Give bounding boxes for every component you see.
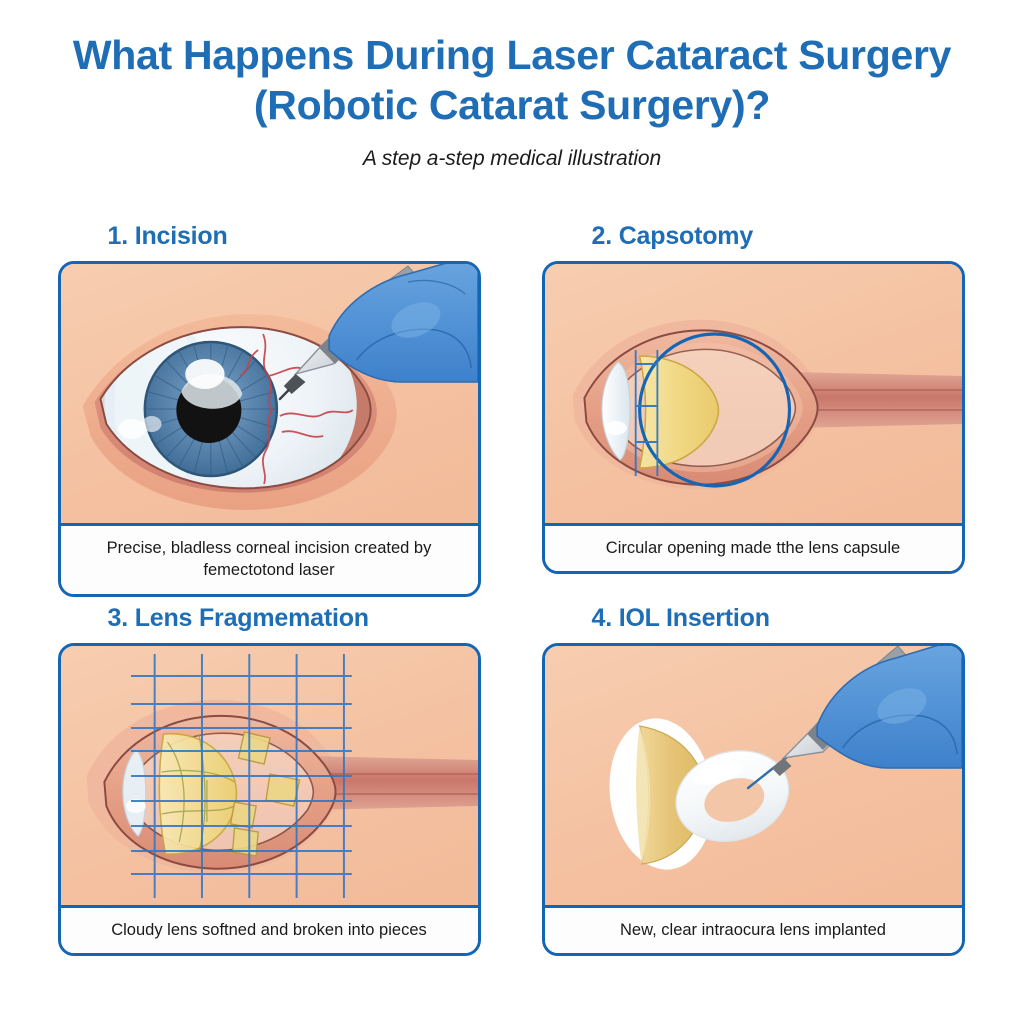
capsulotomy-circle [637, 332, 791, 488]
step-card-4: 4. IOL Insertion [541, 604, 967, 986]
optic-nerve [308, 756, 478, 810]
step-caption-4: New, clear intraocura lens implanted [544, 905, 962, 954]
page-subtitle: A step a-step medical illustration [362, 147, 662, 171]
illustration-iol-insertion [544, 646, 962, 905]
illustration-capsulotomy [544, 264, 962, 523]
cornea [121, 749, 146, 837]
injector-tip [771, 758, 791, 776]
step-caption-1: Precise, bladless corneal incision creat… [60, 523, 478, 594]
step-caption-2: Circular opening made tthe lens capsule [544, 523, 962, 572]
steps-grid: 1. Incision [0, 222, 1024, 986]
step-heading-4: 4. IOL Insertion [591, 604, 771, 632]
lid-highlight-a [117, 419, 146, 439]
step-card-2: 2. Capsotomy [541, 222, 967, 604]
blood-vessels [239, 333, 353, 485]
cloudy-lens [638, 355, 719, 469]
step-frame-1: Precise, bladless corneal incision creat… [57, 261, 481, 597]
step-heading-3: 3. Lens Fragmemation [107, 604, 370, 632]
iris-outline [143, 340, 278, 478]
eye-cross-section-fragmentation-diagram [86, 654, 478, 898]
step-frame-2: Circular opening made tthe lens capsule [541, 261, 965, 575]
step-caption-3: Cloudy lens softned and broken into piec… [60, 905, 478, 954]
step-card-3: 3. Lens Fragmemation [57, 604, 483, 986]
step-frame-4: New, clear intraocura lens implanted [541, 643, 965, 957]
illustration-incision [60, 264, 478, 523]
step-frame-3: Cloudy lens softned and broken into piec… [57, 643, 481, 957]
eye-cross-section-diagram [572, 319, 962, 490]
gloved-hand [327, 264, 478, 383]
lid-highlight-b [141, 416, 162, 432]
iol-insertion-diagram [609, 646, 962, 870]
step-heading-2: 2. Capsotomy [591, 222, 754, 250]
step-heading-1: 1. Incision [107, 222, 228, 250]
cornea-highlight [604, 421, 627, 435]
corneal-reflection [184, 359, 225, 389]
socket-outline [98, 326, 372, 490]
incision-mark [278, 388, 290, 401]
illustration-lens-fragmentation [60, 646, 478, 905]
cornea [600, 361, 631, 461]
cornea-highlight [125, 799, 146, 813]
iol-optic-opening [703, 778, 764, 822]
infographic-header: What Happens During Laser Cataract Surge… [0, 0, 1024, 171]
optic-nerve [790, 372, 962, 428]
page-title: What Happens During Laser Cataract Surge… [72, 32, 952, 129]
eyeball-group [99, 327, 357, 489]
iol-highlight [693, 762, 743, 786]
intraocular-lens-implant [674, 750, 789, 842]
natural-cataract-lens [609, 718, 713, 870]
laser-fragmentation-grid [130, 654, 352, 898]
laser-alignment-grid [634, 350, 658, 476]
gloved-hand [815, 646, 962, 769]
eye-front-view-diagram [82, 264, 478, 510]
step-card-1: 1. Incision [57, 222, 483, 604]
